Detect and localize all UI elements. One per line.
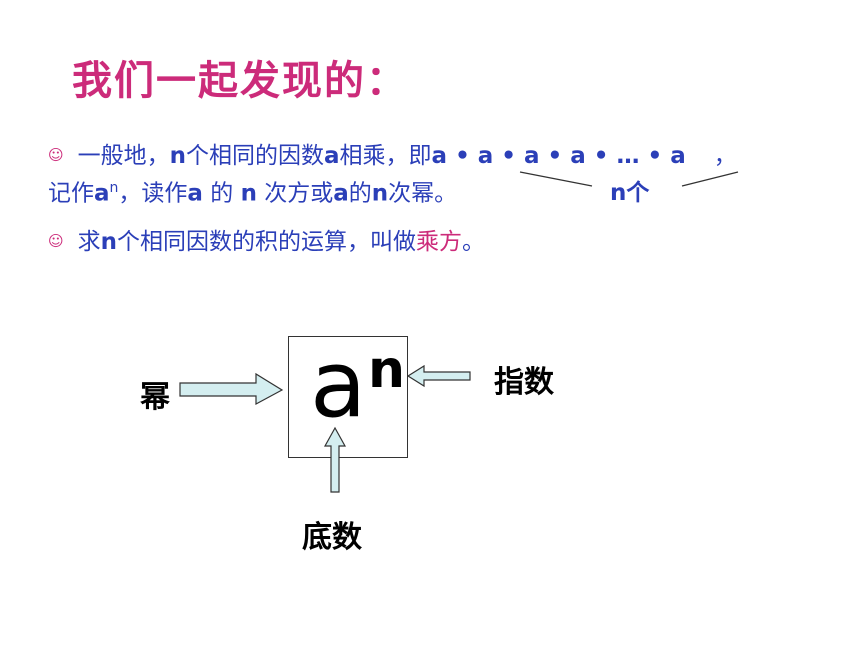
notation-mid: ，读作: [118, 180, 188, 207]
notation-de: 的: [202, 180, 241, 207]
bullet-1-mid: 个相同的因数: [186, 143, 325, 169]
bullet-2-n: n: [100, 229, 118, 255]
notation-n2: n: [371, 180, 389, 207]
bullet-1-line-1: ☺ 一般地，n个相同的因数a相乘，即a • a • a • a • … • a ，: [48, 140, 737, 171]
bullet-1-comma: ，: [713, 143, 737, 169]
bullet-2-middle: 个相同因数的积的运算，叫做: [117, 229, 417, 255]
notation-sup-n: n: [109, 180, 119, 196]
power-exponent-letter: n: [368, 340, 406, 400]
notation-prefix: 记作: [48, 180, 94, 207]
notation-a: a: [94, 180, 110, 207]
term-power: 乘方: [416, 229, 463, 255]
arrow-up-icon: [323, 426, 347, 493]
product-expression: a • a • a • a • … • a: [431, 143, 686, 169]
notation-a2: a: [187, 180, 203, 207]
label-base: 底数: [302, 520, 362, 555]
notation-de2: 的: [348, 180, 372, 207]
bullet-1-prefix: 一般地，: [77, 143, 170, 169]
label-exponent: 指数: [494, 365, 554, 400]
smiley-bullet-icon: ☺: [48, 232, 64, 250]
arrow-right-icon: [179, 372, 284, 406]
bullet-1-line-2: 记作an，读作a 的 n 次方或a的n次幂。: [48, 173, 457, 209]
slide-title: 我们一起发现的：: [72, 58, 408, 104]
power-base-letter: a: [310, 331, 367, 438]
smiley-bullet-icon: ☺: [48, 146, 64, 164]
notation-tail1: 次方或: [256, 180, 334, 207]
notation-n: n: [240, 180, 257, 207]
label-power: 幂: [140, 380, 170, 415]
bullet-1-suffix: 相乘，即: [339, 143, 432, 169]
bullet-1-n: n: [169, 143, 187, 169]
bullet-1-a: a: [324, 143, 340, 169]
bullet-2-end: 。: [462, 229, 486, 255]
notation-a3: a: [333, 180, 349, 207]
notation-tail2: 次幂。: [388, 180, 458, 207]
arrow-left-icon: [406, 364, 471, 388]
power-box: [288, 336, 408, 458]
bullet-2: ☺ 求n个相同因数的积的运算，叫做乘方。: [48, 226, 485, 257]
brace-label-n-count: n个: [610, 180, 650, 206]
bullet-2-prefix: 求: [77, 229, 101, 255]
